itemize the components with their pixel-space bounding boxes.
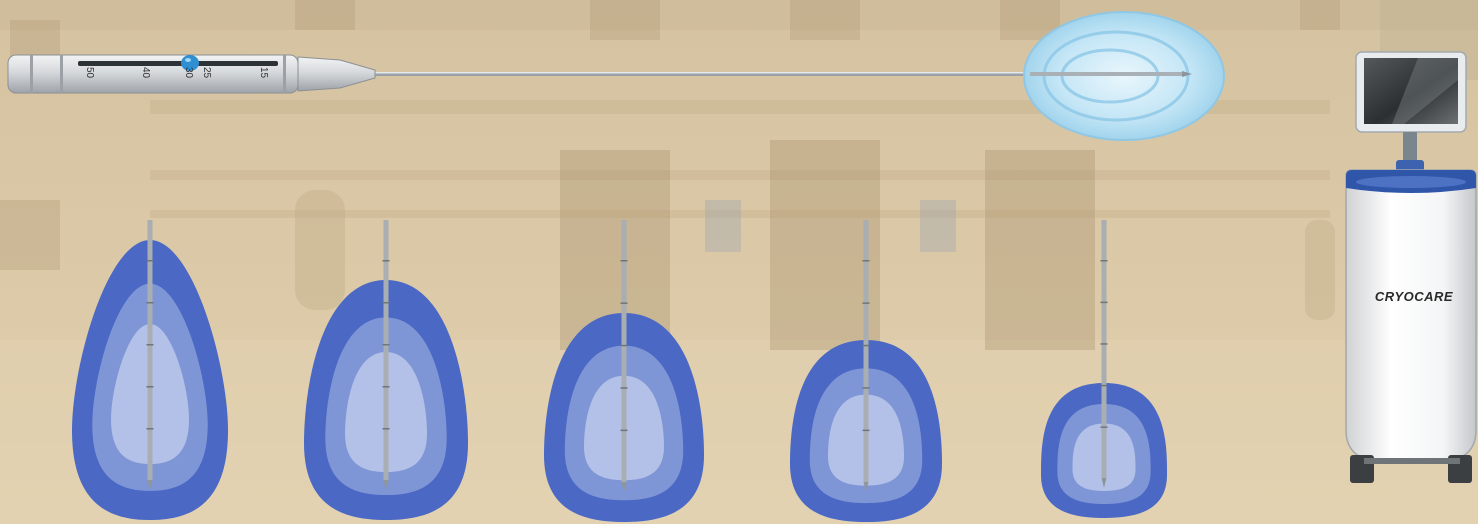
shaft-tick [863,302,870,304]
shaft-tick [383,260,390,262]
shaft-tick [383,302,390,304]
scale-label-50: 50 [84,67,95,78]
scale-label-30: 30 [183,67,194,78]
ice-ball [1024,12,1224,140]
cryocare-console [1346,52,1476,483]
probe-shaft [1102,220,1107,478]
scale-label-40: 40 [140,67,151,78]
shaft-tick [147,344,154,346]
scale-label-15: 15 [258,67,269,78]
shaft-tick [147,428,154,430]
shaft-tick [147,386,154,388]
shaft-tick [863,260,870,262]
scale-label-25: 25 [201,67,212,78]
shaft-tick [621,387,628,389]
shaft-tick [621,345,628,347]
cryocare-brand-label: CRYOCARE [1372,289,1456,304]
shaft-tick [1101,343,1108,345]
shaft-tick [1101,426,1108,428]
shaft-tick [1101,302,1108,304]
shaft-tick [863,345,870,347]
shaft-tick [863,387,870,389]
shaft-tick [383,428,390,430]
shaft-tick [621,302,628,304]
probe-shaft [864,220,869,482]
shaft-tick [1101,260,1108,262]
shaft-tick [863,430,870,432]
shaft-tick [1101,385,1108,387]
probe-shaft [384,220,389,480]
shaft-tick [621,430,628,432]
shaft-tick [383,344,390,346]
shaft-tick [147,302,154,304]
shaft-tick [621,260,628,262]
probe-shaft [148,220,153,480]
probe-shaft [622,220,627,482]
shaft-tick [383,386,390,388]
shaft-tick [147,260,154,262]
